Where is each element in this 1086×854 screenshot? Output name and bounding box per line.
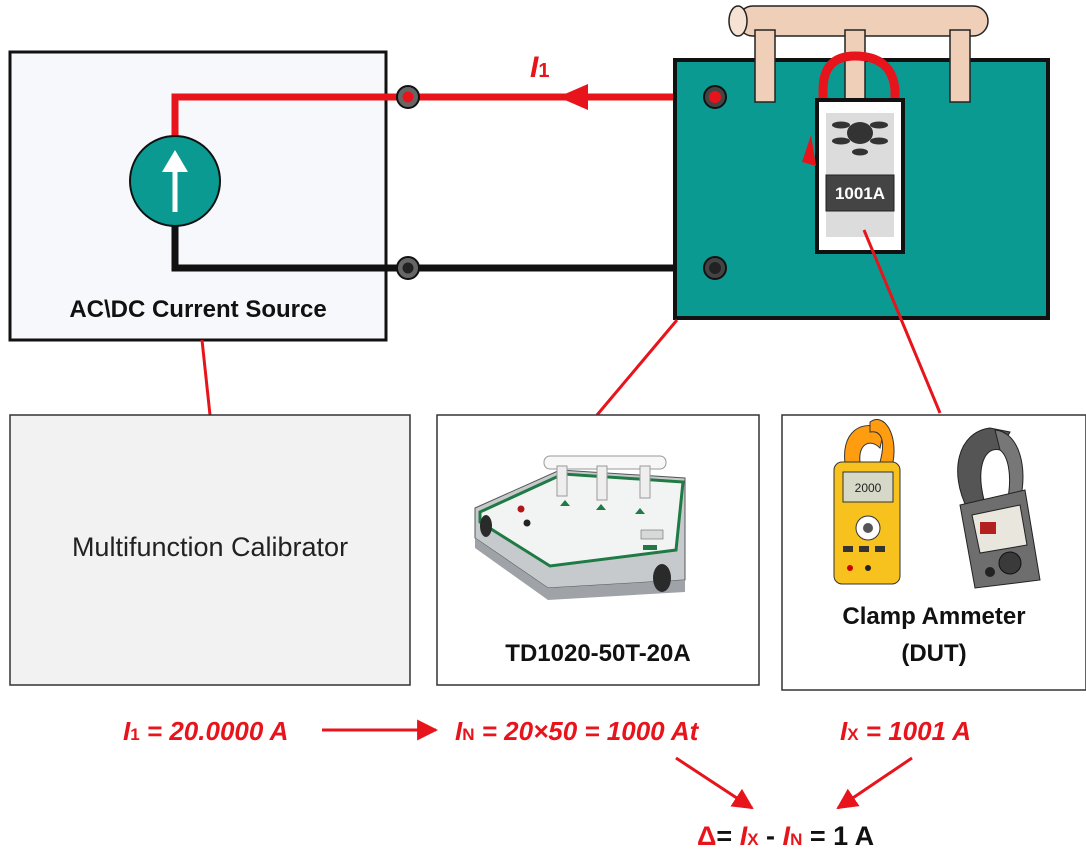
board-terminal-black [703, 256, 727, 280]
arrow-in-to-delta [675, 756, 754, 810]
current-source-label: AC\DC Current Source [69, 296, 327, 323]
analog-clamp-meter-image [957, 427, 1041, 589]
td-panel-label: TD1020-50T-20A [505, 640, 691, 667]
equation-delta: Δ= IX - IN = 1 A [697, 821, 874, 851]
current-source-symbol [129, 135, 221, 227]
equation-i1: I1 = 20.0000 A [123, 716, 288, 746]
equation-ix: IX = 1001 A [840, 716, 971, 746]
equation-in: IN = 20×50 = 1000 At [455, 716, 700, 746]
td1020-device-image [474, 455, 686, 600]
current-i1-label: I1 [530, 51, 549, 84]
black-wire [171, 226, 715, 272]
current-direction-arrow [558, 84, 588, 110]
fluke-clamp-meter-image: 2000 [833, 419, 901, 585]
coil-rod [728, 5, 989, 106]
clamp-panel-label-line1: Clamp Ammeter [842, 603, 1026, 630]
calibrator-label: Multifunction Calibrator [71, 532, 349, 562]
leader-meter [862, 229, 942, 414]
clamp-panel-label-line2: (DUT) [901, 640, 967, 667]
arrow-ix-to-delta [836, 756, 913, 810]
red-wire [171, 93, 715, 136]
leader-board [595, 319, 679, 416]
clamp-meter-icon [802, 98, 905, 254]
svg-text:2000: 2000 [855, 481, 882, 495]
calibrator-panel [9, 414, 411, 686]
leader-source [200, 339, 212, 416]
clamp-jaw [818, 51, 900, 118]
source-terminal-red [396, 85, 420, 109]
board-terminal-red [703, 85, 727, 109]
source-terminal-black [396, 256, 420, 280]
clamp-meter-reading: 1001A [835, 184, 885, 203]
